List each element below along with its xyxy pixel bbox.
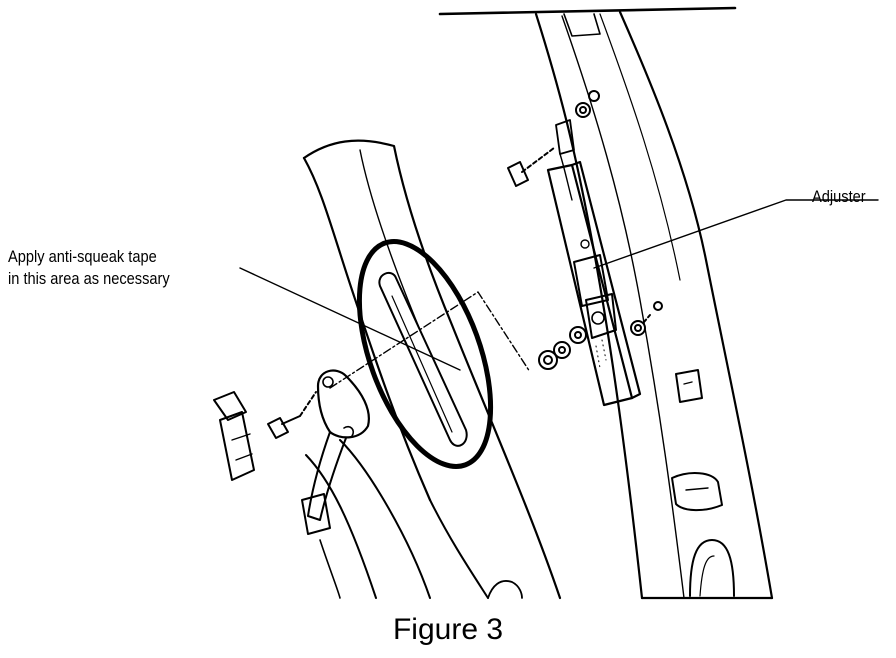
b-pillar (438, 6, 774, 600)
pillar-trim-panel (302, 139, 562, 600)
tape-area-ellipse (356, 239, 494, 469)
adjuster-fasteners (507, 90, 663, 370)
belt-guide (301, 369, 370, 535)
belt-guide-fasteners (213, 391, 317, 481)
assembly-centerline (329, 291, 531, 389)
tape-callout-line-2: in this area as necessary (8, 269, 170, 288)
callout-leaders (239, 199, 879, 389)
adjuster-rail (546, 119, 642, 407)
tape-callout-line-1: Apply anti-squeak tape (8, 247, 157, 266)
adjuster-leader-line (593, 199, 879, 269)
tape-callout-label: Apply anti-squeak tape in this area as n… (8, 246, 170, 290)
figure-caption: Figure 3 (392, 613, 504, 646)
adjuster-callout-label: Adjuster (812, 187, 866, 206)
tape-leader-line (239, 267, 461, 371)
